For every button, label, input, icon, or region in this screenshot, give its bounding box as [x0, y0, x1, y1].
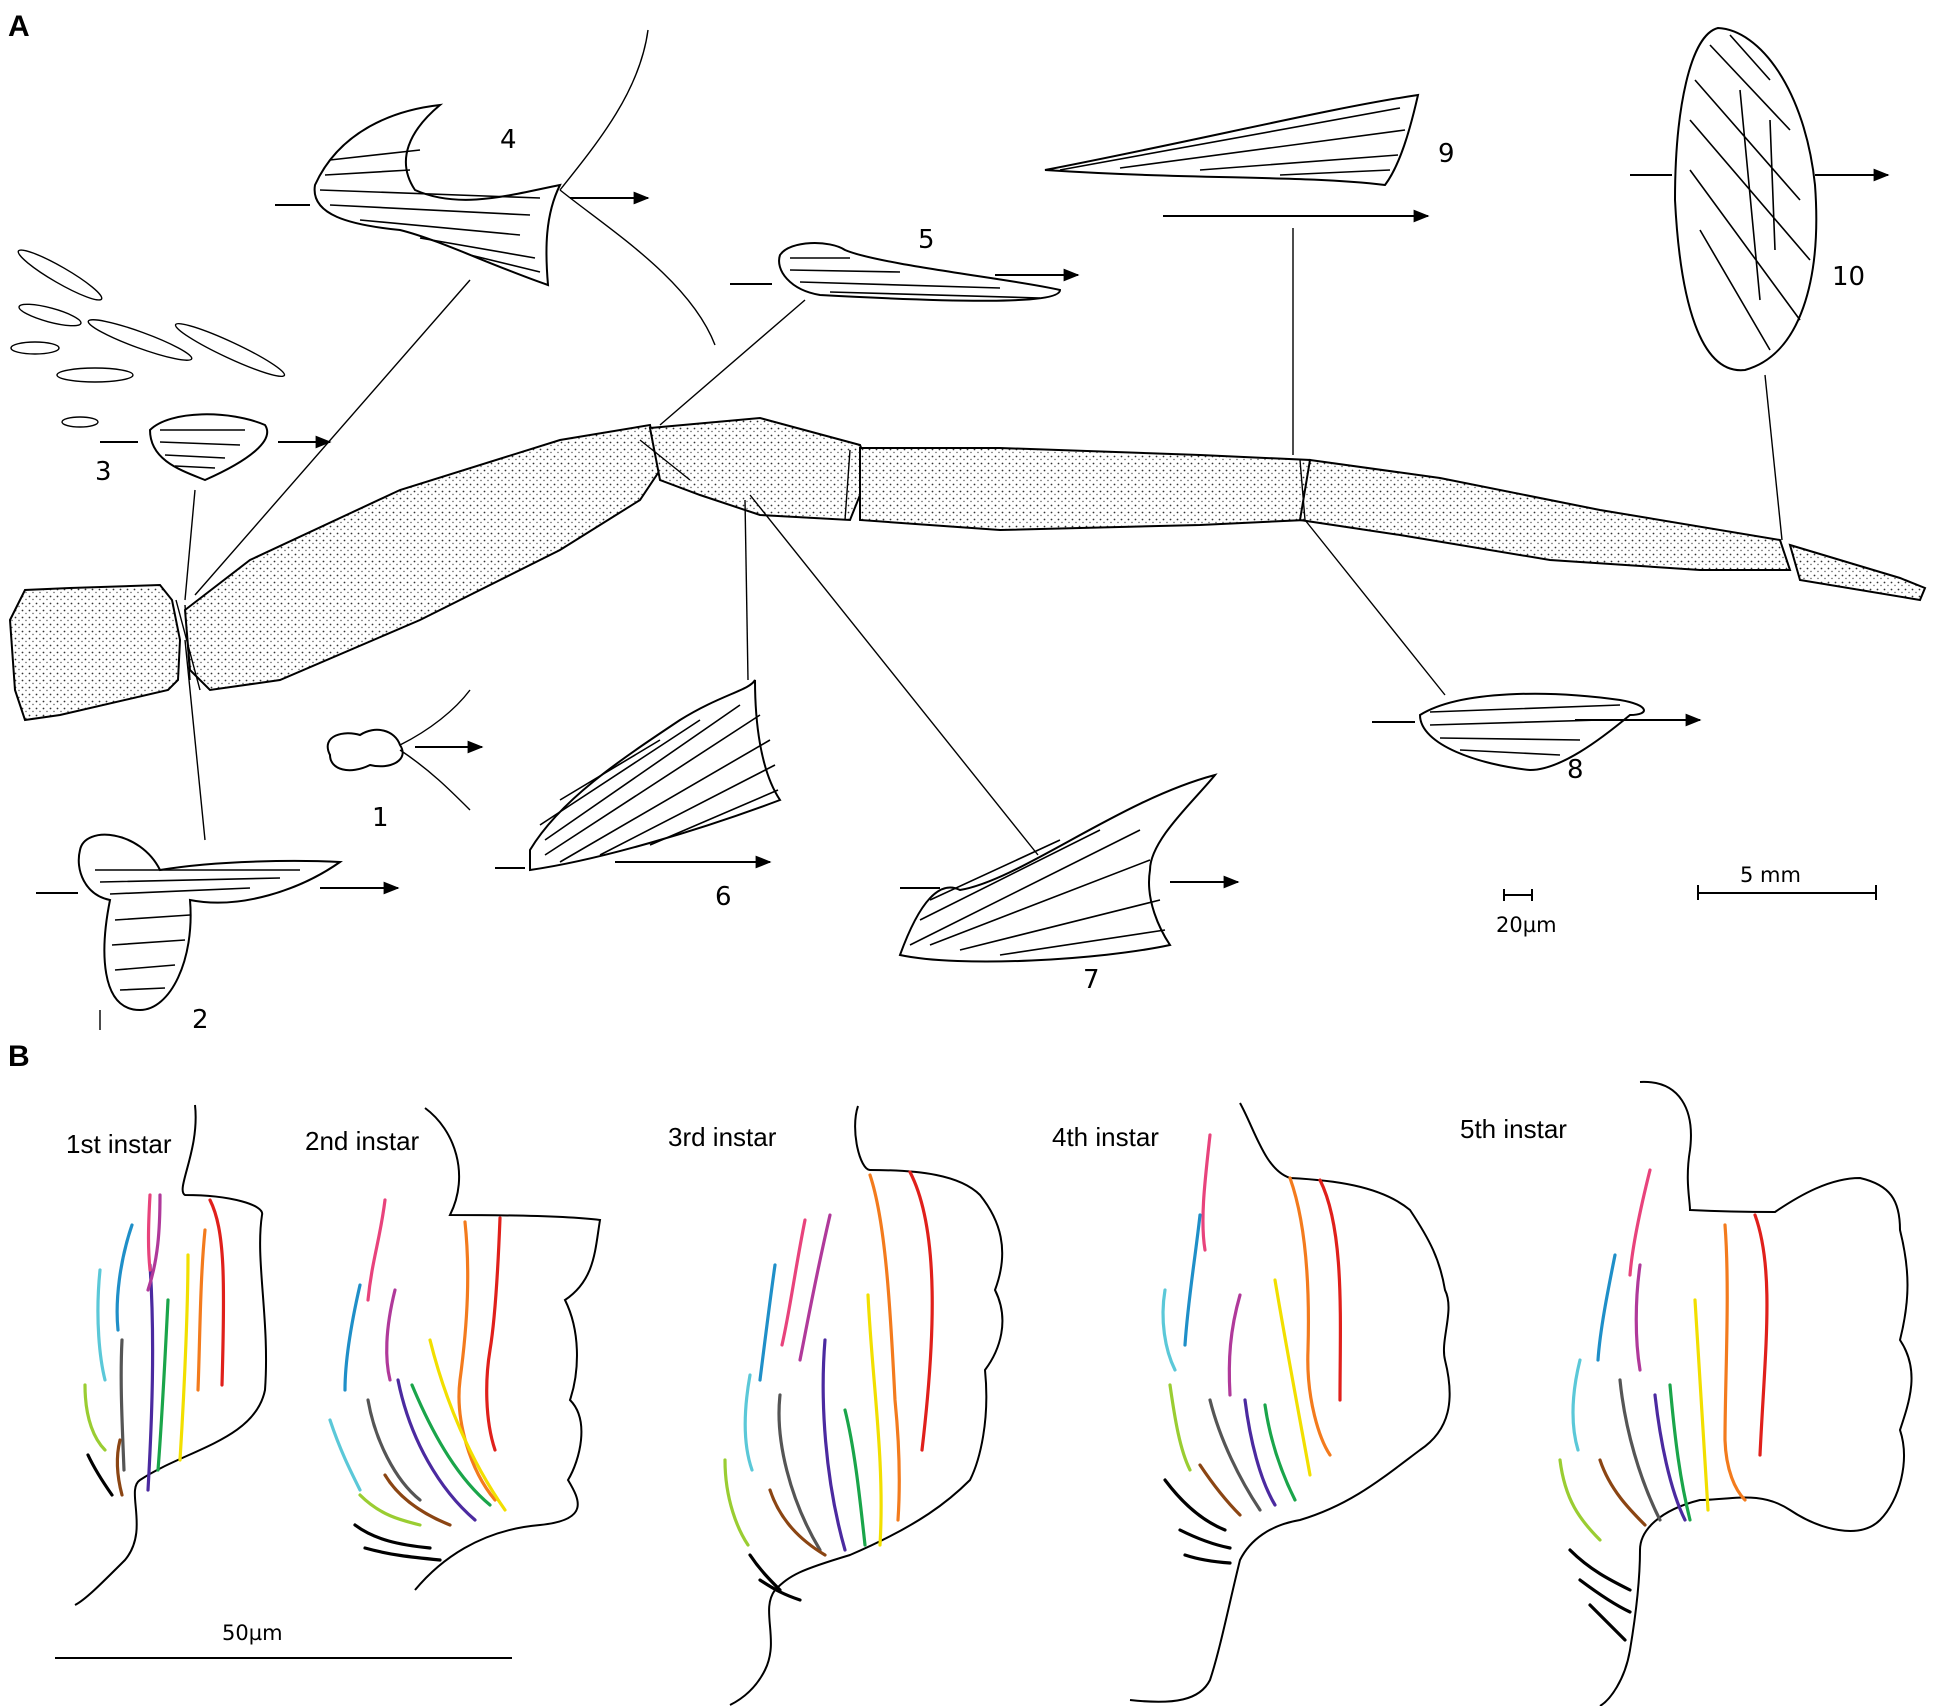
instar-label-1: 1st instar — [66, 1129, 172, 1159]
panel-a-drawing: 1 2 3 — [8, 26, 1927, 1035]
instar-4-outline — [1129, 1102, 1451, 1703]
panel-a-letter: A — [8, 10, 30, 43]
muscle-label-6: 6 — [715, 882, 732, 912]
muscle-label-7: 7 — [1083, 965, 1100, 995]
panel-b-letter: B — [8, 1040, 30, 1073]
muscle-label-9: 9 — [1438, 139, 1455, 169]
muscle-10: 10 — [1630, 26, 1890, 541]
muscle-2: 2 — [36, 639, 400, 1035]
instar-3-outline — [729, 1105, 1004, 1706]
muscle-label-5: 5 — [918, 225, 935, 255]
instar-5-fibres — [1558, 1168, 1769, 1642]
instar-label-2: 2nd instar — [305, 1126, 420, 1156]
muscle-label-10: 10 — [1832, 262, 1865, 292]
muscle-label-8: 8 — [1567, 755, 1584, 785]
muscle-6: 6 — [495, 499, 782, 912]
muscle-label-3: 3 — [95, 457, 112, 487]
panel-b-drawing: 1st instar 2nd instar 3rd instar 4th ins… — [55, 1080, 1913, 1706]
muscle-7: 7 — [749, 494, 1240, 995]
muscle-8: 8 — [1304, 519, 1702, 785]
scale-bar-50um: 50µm — [55, 1621, 512, 1659]
instar-2-fibres — [328, 1198, 507, 1562]
scale-bar-20um: 20µm — [1496, 889, 1557, 937]
instar-label-5: 5th instar — [1460, 1114, 1567, 1144]
muscle-3: 3 — [10, 249, 332, 601]
muscle-4: 4 — [194, 29, 716, 596]
instar-label-3: 3rd instar — [668, 1122, 777, 1152]
instar-5-outline — [1599, 1080, 1913, 1706]
instar-4-fibres — [1161, 1133, 1342, 1565]
scale-label-50um: 50µm — [222, 1621, 283, 1645]
muscle-1: 1 — [326, 689, 484, 833]
muscle-label-1: 1 — [372, 803, 389, 833]
muscle-label-2: 2 — [192, 1005, 209, 1035]
muscle-label-4: 4 — [500, 125, 517, 155]
muscle-5: 5 — [659, 225, 1080, 426]
instar-3-fibres — [723, 1170, 934, 1602]
scale-label-20um: 20µm — [1496, 913, 1557, 937]
instar-label-4: 4th instar — [1052, 1122, 1159, 1152]
instar-1-fibres — [83, 1193, 226, 1497]
instar-2-outline — [414, 1107, 602, 1591]
instar-1-outline — [74, 1104, 268, 1606]
scale-bar-5mm: 5 mm — [1697, 863, 1877, 900]
scale-label-5mm: 5 mm — [1740, 863, 1801, 887]
leg-body — [8, 416, 1927, 722]
muscle-9: 9 — [1044, 93, 1455, 455]
